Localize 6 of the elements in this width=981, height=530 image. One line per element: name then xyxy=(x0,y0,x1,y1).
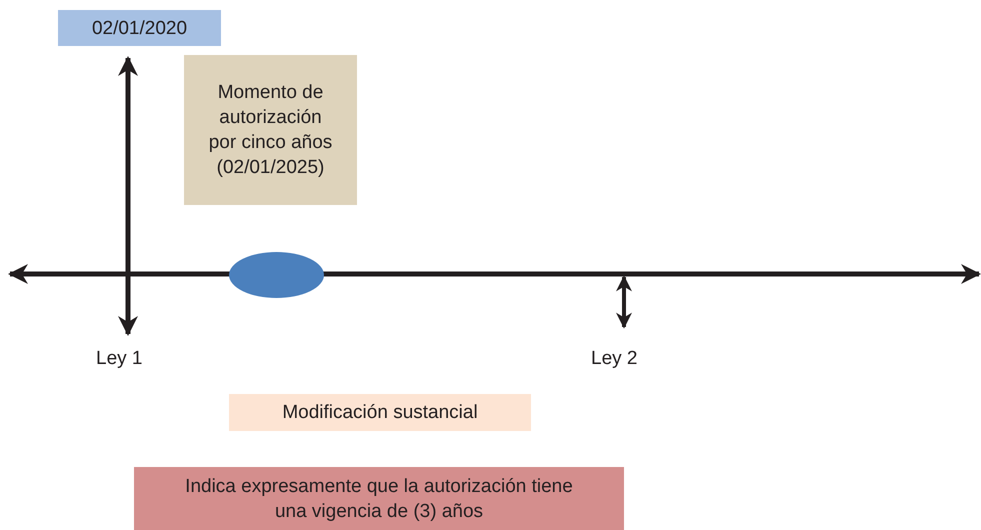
note-box: Indica expresamente que la autorización tiene una vigencia de (3) años xyxy=(134,467,624,530)
note-box: Momento de autorización por cinco años (02/01/2025) xyxy=(184,55,357,205)
axis-label: Ley 2 xyxy=(591,348,638,370)
note-box: Modificación sustancial xyxy=(229,394,531,431)
date-box: 02/01/2020 xyxy=(58,10,221,46)
axis-label: Ley 1 xyxy=(96,348,142,370)
